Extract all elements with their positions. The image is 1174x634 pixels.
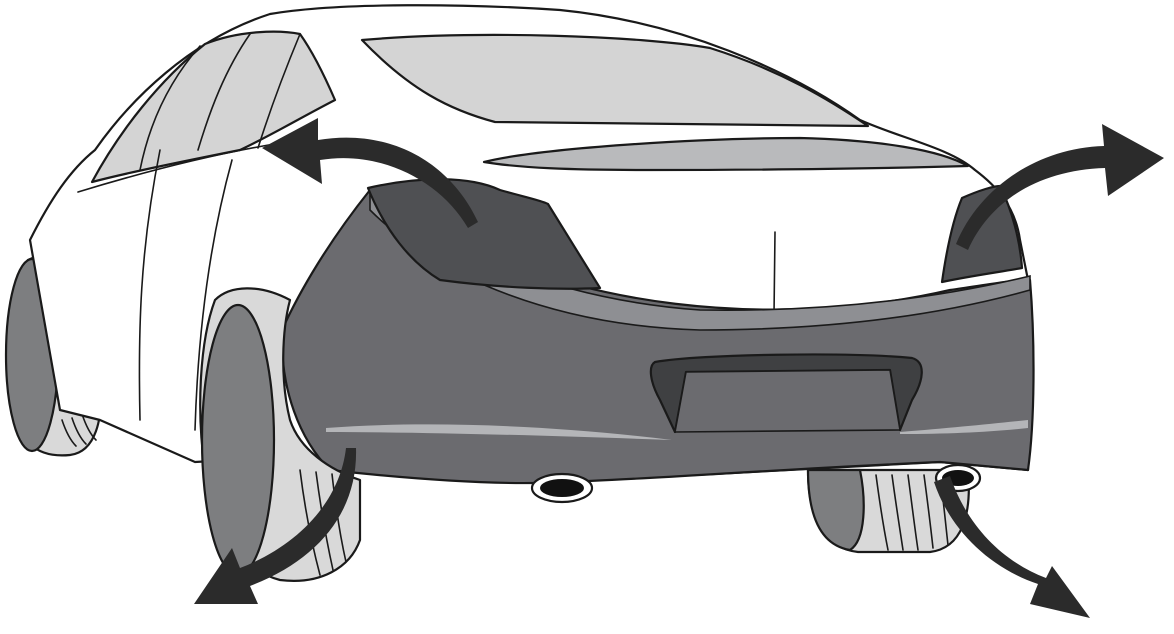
arrow-lower-right-icon	[934, 476, 1090, 618]
